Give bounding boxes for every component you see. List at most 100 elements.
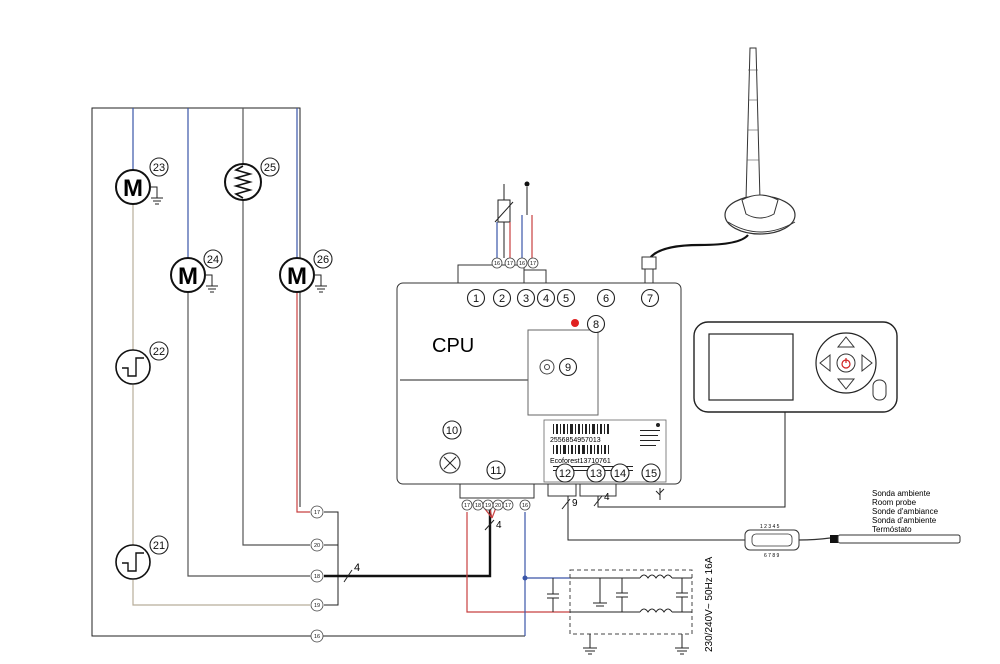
cpu-bottom-connector [459,483,535,499]
svg-text:2: 2 [499,293,505,305]
motor-symbol: M [287,263,307,290]
arrow-down-icon [836,378,856,390]
terminal-19: 19 [482,499,494,511]
svg-text:25: 25 [264,162,276,174]
arrow-up-icon [836,336,856,348]
terminal-19: 19 [310,598,324,612]
svg-text:19: 19 [314,603,320,609]
power-rating: 230/240V~ 50Hz 16A [704,556,715,652]
terminal-16: 16 [516,257,528,269]
marker-26: 26 [313,249,333,269]
svg-text:17: 17 [314,510,320,516]
wire-21-19 [132,580,310,606]
svg-text:16: 16 [314,634,320,640]
svg-text:1: 1 [473,293,479,305]
svg-text:16: 16 [494,261,500,267]
marker-24: 24 [203,249,223,269]
svg-text:11: 11 [490,465,501,477]
terminal-20: 20 [492,499,504,511]
terminal-18: 18 [310,569,324,583]
svg-text:17: 17 [507,261,513,267]
bus-count-mid: 4 [496,520,502,531]
motor-symbol: M [123,175,143,202]
terminal-18: 18 [472,499,484,511]
cpu-top-probes [494,181,533,258]
svg-text:16: 16 [522,503,528,509]
svg-text:9: 9 [565,362,571,374]
probe-wire [567,496,745,541]
svg-text:21: 21 [153,540,165,552]
thermostat-21 [115,544,151,580]
probe-label-2: Room probe [872,498,917,507]
component-markers: 23 25 24 26 22 21 1 2 3 4 5 6 7 8 9 10 1… [149,157,661,555]
left-bus: 4 [91,107,525,637]
svg-text:17: 17 [530,261,536,267]
cpu-top-connector [457,264,525,284]
marker-13: 13 [586,463,606,483]
marker-14: 14 [610,463,630,483]
svg-text:8: 8 [593,319,599,331]
probe-label-3: Sonde d'ambiance [872,507,939,516]
terminal-17: 17 [502,499,514,511]
terminal-20: 20 [310,538,324,552]
terminals-left: 17 20 18 19 16 [310,505,324,643]
marker-11: 11 [486,460,506,480]
arrow-left-icon [819,353,831,373]
svg-text:14: 14 [614,468,626,480]
line-wire [466,512,570,613]
collector [324,511,339,606]
arrow-right-icon [861,353,873,373]
marker-15: 15 [641,463,661,483]
frame-wire [91,107,525,637]
motor-symbol: M [178,263,198,290]
wire-24-18 [187,292,310,577]
svg-text:20: 20 [495,503,501,509]
motor-24: M [170,257,218,293]
marker-7: 7 [640,288,660,308]
marker-5: 5 [556,288,576,308]
svg-text:22: 22 [153,346,165,358]
connector-pins-bottom: 6 7 8 9 [764,553,780,559]
probe-label-4: Sonda d'ambiente [872,516,937,525]
svg-text:20: 20 [314,543,320,549]
led-indicator [571,319,579,327]
terminal-16: 16 [519,499,531,511]
control-panel [693,321,898,413]
terminals-cpu-bottom: 17 18 19 20 17 16 [461,499,531,511]
marker-9: 9 [558,357,578,377]
motor-26: M [279,257,327,293]
connector-pins-top: 1 2 3 4 5 [760,524,780,530]
emi-filter [547,569,693,655]
thermostat-22 [115,349,151,385]
svg-text:24: 24 [207,254,219,266]
antenna-cable [649,234,749,259]
marker-4: 4 [536,288,556,308]
wire-26-17 [296,292,310,513]
motor-23: M [115,169,163,205]
serial-number: 2556854957013 [550,437,601,444]
terminal-17: 17 [504,257,516,269]
usb-icon [655,488,665,500]
heater-25 [224,163,262,201]
svg-text:12: 12 [559,468,571,480]
marker-2: 2 [492,288,512,308]
bus-left-cpu [324,505,492,578]
probe-sensor [837,534,961,544]
marker-1: 1 [466,288,486,308]
probe-label-5: Termóstato [872,525,912,534]
marker-10: 10 [442,420,462,440]
wire-25-20 [242,200,310,546]
terminal-17: 17 [461,499,473,511]
svg-text:18: 18 [475,503,481,509]
bus-count-panel: 4 [604,492,610,503]
svg-text:19: 19 [485,503,491,509]
marker-25: 25 [260,157,280,177]
cpu-label: CPU [432,335,474,357]
model-code: Ecoforest13710761 [550,458,611,465]
svg-text:10: 10 [446,425,458,437]
svg-text:18: 18 [314,574,320,580]
svg-text:17: 17 [464,503,470,509]
svg-text:23: 23 [153,162,165,174]
svg-text:17: 17 [505,503,511,509]
